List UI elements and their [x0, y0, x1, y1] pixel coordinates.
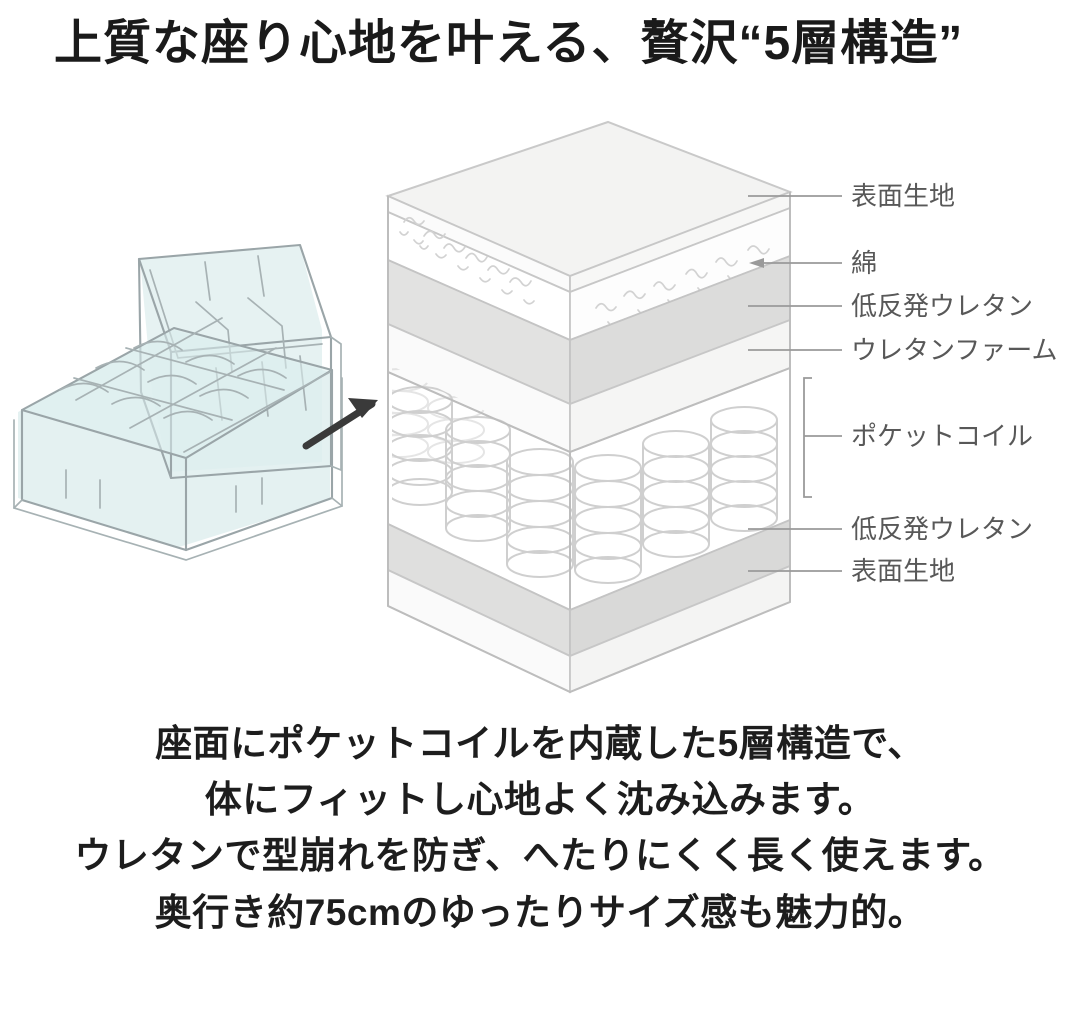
description-line-4: 奥行き約75cmのゆったりサイズ感も魅力的。 [154, 891, 926, 933]
label-pocket-coil: ポケットコイル [851, 421, 1034, 451]
sofa-illustration [13, 243, 343, 561]
description-line-2: 体にフィットし心地よく沈み込みます。 [204, 779, 876, 821]
label-connectors [748, 195, 842, 572]
diagram-svg: .ol { fill:none; stroke:#bdbdbd; stroke-… [13, 120, 842, 694]
label-surface-fabric-bottom: 表面生地 [851, 556, 956, 586]
label-surface-fabric-top: 表面生地 [851, 181, 956, 211]
description-paragraph: 座面にポケットコイルを内蔵した5層構造で、 体にフィットし心地よく沈み込みます。… [0, 716, 1080, 941]
label-urethane-firm: ウレタンファーム [851, 335, 1058, 365]
cotton-fiber-texture [399, 216, 535, 305]
label-low-rebound-urethane-top: 低反発ウレタン [851, 291, 1034, 321]
connector-cotton-arrow [749, 258, 842, 268]
label-low-rebound-urethane-bottom: 低反発ウレタン [851, 514, 1034, 544]
connector-pocket-coil-bracket [803, 377, 842, 498]
description-line-3: ウレタンで型崩れを防ぎ、へたりにくく長く使えます。 [74, 835, 1006, 877]
label-cotton: 綿 [851, 248, 878, 278]
layer-stack [385, 120, 793, 694]
arrow-pointing-to-layers [302, 398, 378, 450]
description-line-1: 座面にポケットコイルを内蔵した5層構造で、 [155, 723, 925, 764]
layer-diagram: .ol { fill:none; stroke:#bdbdbd; stroke-… [13, 120, 1058, 694]
page-title: 上質な座り心地を叶える、贅沢“5層構造” [54, 17, 964, 70]
